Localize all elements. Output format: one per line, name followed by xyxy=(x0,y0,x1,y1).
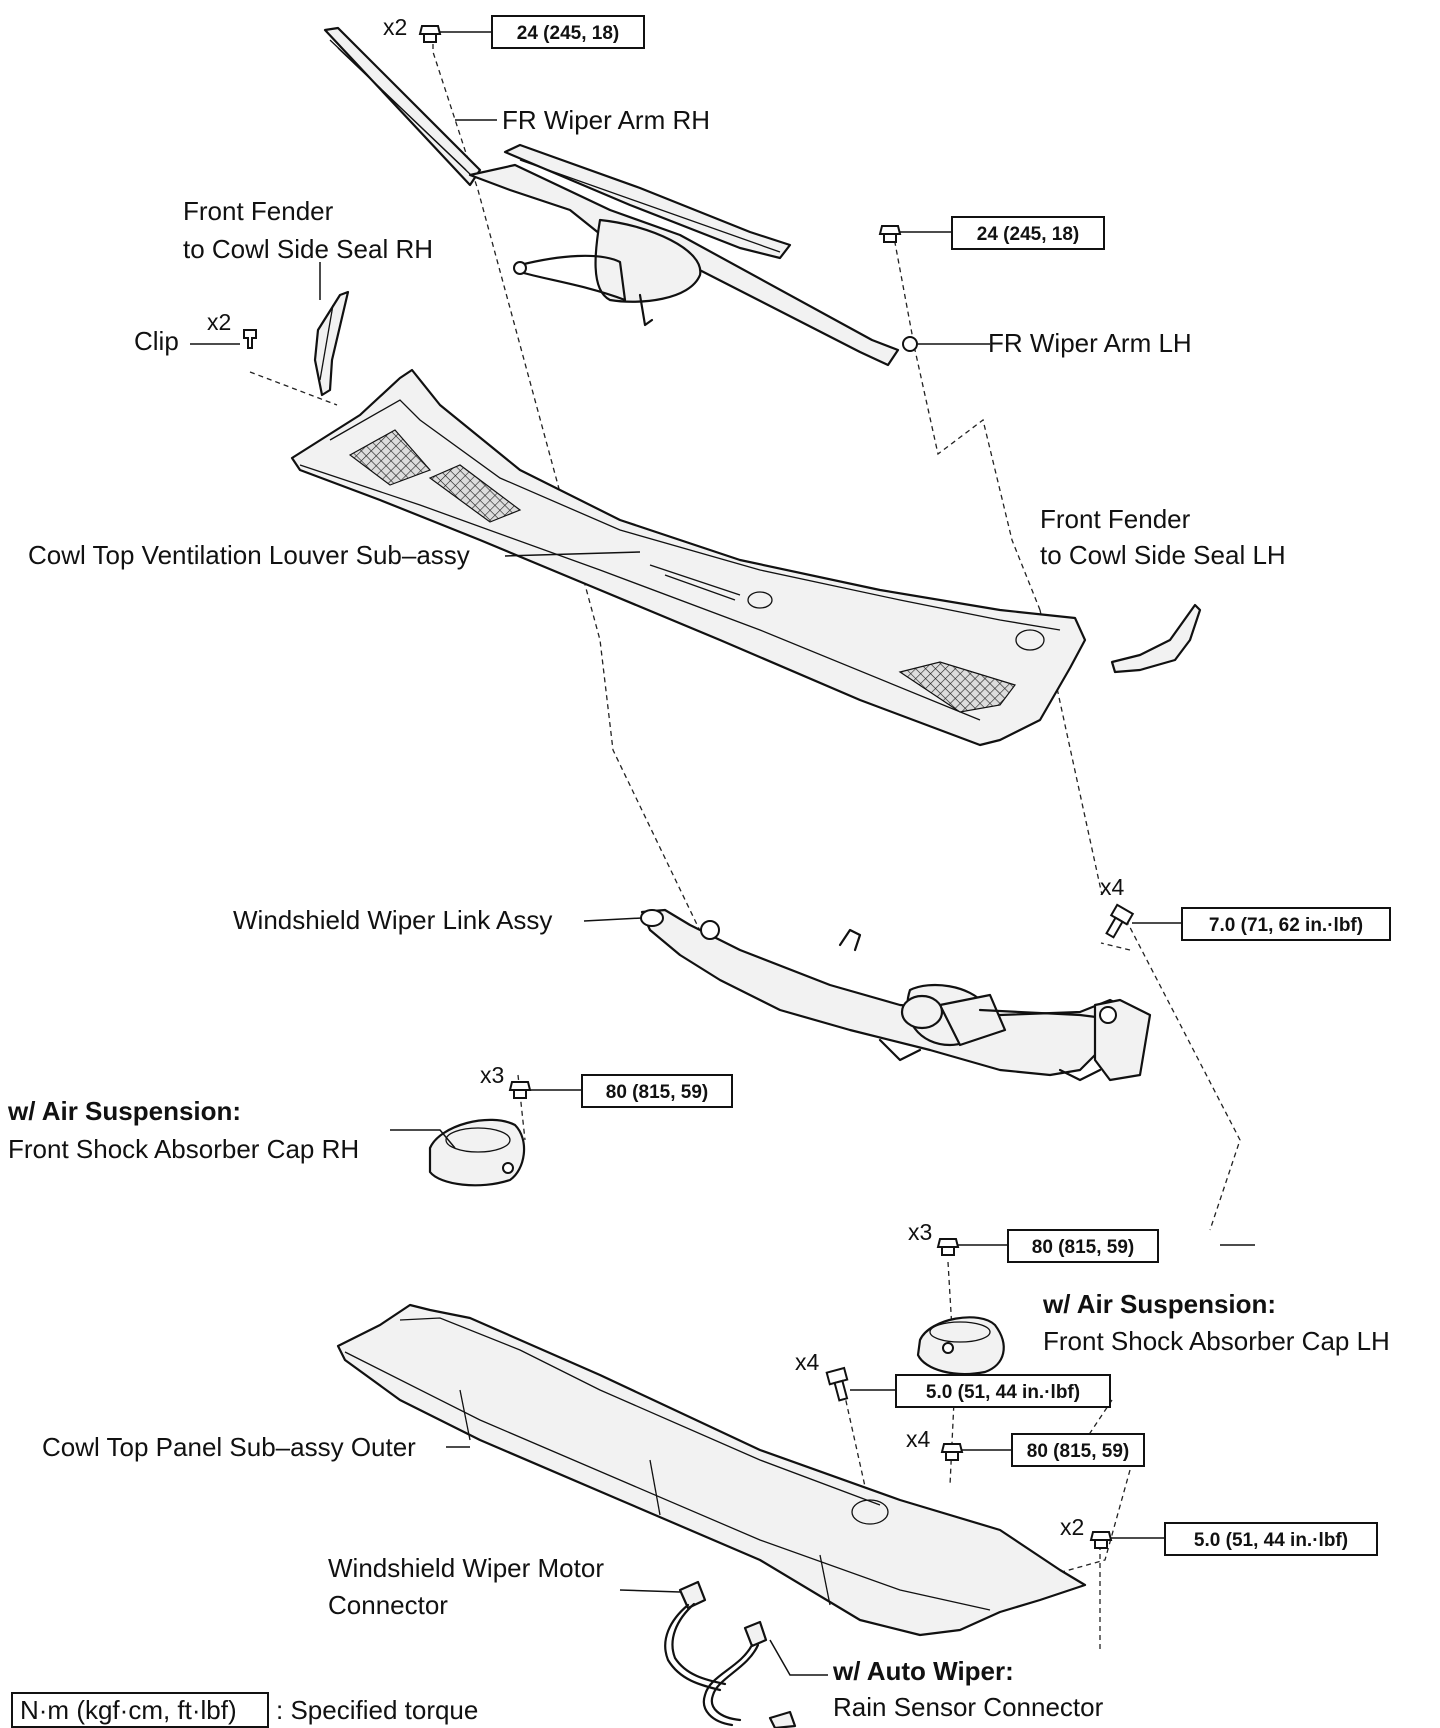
label-front-fender-seal-rh-2: to Cowl Side Seal RH xyxy=(183,234,433,264)
torque-panel-bolt: 5.0 (51, 44 in.·lbf) xyxy=(926,1382,1080,1403)
windshield-wiper-link xyxy=(640,908,1152,1082)
label-wiper-link: Windshield Wiper Link Assy xyxy=(233,905,552,935)
front-fender-seal-rh xyxy=(313,290,350,397)
rain-sensor-connector xyxy=(702,1620,797,1728)
label-cowl-panel: Cowl Top Panel Sub–assy Outer xyxy=(42,1432,416,1462)
torque-box-cap-rh xyxy=(581,1074,733,1108)
fr-wiper-arm-rh xyxy=(323,26,900,367)
label-shock-cap-lh: Front Shock Absorber Cap LH xyxy=(1043,1326,1390,1356)
label-clip: Clip xyxy=(134,326,179,356)
qty-clip: x2 xyxy=(207,309,231,335)
label-auto-wiper: w/ Auto Wiper: xyxy=(832,1656,1014,1686)
qty-cap-rh-nut: x3 xyxy=(480,1062,504,1088)
legend-unit: N·m (kgf·cm, ft·lbf) xyxy=(20,1695,237,1725)
cowl-top-ventilation-louver xyxy=(290,368,1087,747)
shock-absorber-cap-lh xyxy=(916,1316,1005,1376)
torque-legend: N·m (kgf·cm, ft·lbf) : Specified torque xyxy=(11,1692,478,1728)
torque-box-arm-rh xyxy=(491,15,645,49)
label-fr-wiper-arm-lh: FR Wiper Arm LH xyxy=(988,328,1192,358)
torque-link: 7.0 (71, 62 in.·lbf) xyxy=(1209,915,1363,936)
label-front-fender-seal-lh-1: Front Fender xyxy=(1040,504,1191,534)
clip-icon xyxy=(243,329,257,349)
qty-panel-clip: x2 xyxy=(1060,1514,1084,1540)
legend-unit-box xyxy=(11,1692,269,1728)
label-fr-wiper-arm-rh: FR Wiper Arm RH xyxy=(502,105,710,135)
qty-panel-nut: x4 xyxy=(906,1426,931,1452)
qty-panel-bolt: x4 xyxy=(795,1349,820,1375)
label-rain-sensor: Rain Sensor Connector xyxy=(833,1692,1104,1722)
bolt-icon xyxy=(1105,903,1135,939)
torque-cap-lh: 80 (815, 59) xyxy=(1032,1237,1134,1258)
qty-arm-rh-nut: x2 xyxy=(383,14,407,40)
nut-icon xyxy=(508,1081,532,1099)
label-front-fender-seal-lh-2: to Cowl Side Seal LH xyxy=(1040,540,1286,570)
nut-icon xyxy=(418,25,442,43)
shock-absorber-cap-rh xyxy=(428,1118,526,1187)
qty-link-bolt: x4 xyxy=(1100,874,1125,900)
leader-lines xyxy=(190,119,1255,1676)
nut-icon xyxy=(878,225,902,243)
label-air-suspension-lh: w/ Air Suspension: xyxy=(1042,1289,1276,1319)
cowl-top-panel xyxy=(336,1303,1087,1637)
label-front-fender-seal-rh-1: Front Fender xyxy=(183,196,334,226)
qty-cap-lh-nut: x3 xyxy=(908,1219,932,1245)
wiper-motor-connector xyxy=(664,1580,727,1692)
torque-box-panel-bolt xyxy=(895,1374,1111,1408)
nut-icon xyxy=(940,1443,964,1461)
label-cowl-louver: Cowl Top Ventilation Louver Sub–assy xyxy=(28,540,470,570)
torque-box-cap-lh xyxy=(1007,1229,1159,1263)
bolt-icon xyxy=(825,1366,849,1402)
front-fender-seal-lh xyxy=(1110,603,1202,674)
nut-icon xyxy=(1089,1531,1113,1549)
torque-box-link xyxy=(1181,907,1391,941)
torque-arm-rh: 24 (245, 18) xyxy=(517,23,619,44)
label-shock-cap-rh: Front Shock Absorber Cap RH xyxy=(8,1134,359,1164)
torque-box-arm-lh xyxy=(951,216,1105,250)
torque-arm-lh: 24 (245, 18) xyxy=(977,224,1079,245)
torque-box-panel-clip xyxy=(1164,1522,1378,1556)
torque-panel-clip: 5.0 (51, 44 in.·lbf) xyxy=(1194,1530,1348,1551)
label-air-suspension-rh: w/ Air Suspension: xyxy=(7,1096,241,1126)
legend-text: : Specified torque xyxy=(276,1695,478,1725)
torque-panel-nut: 80 (815, 59) xyxy=(1027,1441,1129,1462)
torque-box-panel-nut xyxy=(1011,1433,1145,1467)
label-motor-connector-2: Connector xyxy=(328,1590,448,1620)
torque-cap-rh: 80 (815, 59) xyxy=(606,1082,708,1103)
fr-wiper-arm-lh xyxy=(503,143,918,352)
label-motor-connector-1: Windshield Wiper Motor xyxy=(328,1553,604,1583)
nut-icon xyxy=(936,1238,960,1256)
